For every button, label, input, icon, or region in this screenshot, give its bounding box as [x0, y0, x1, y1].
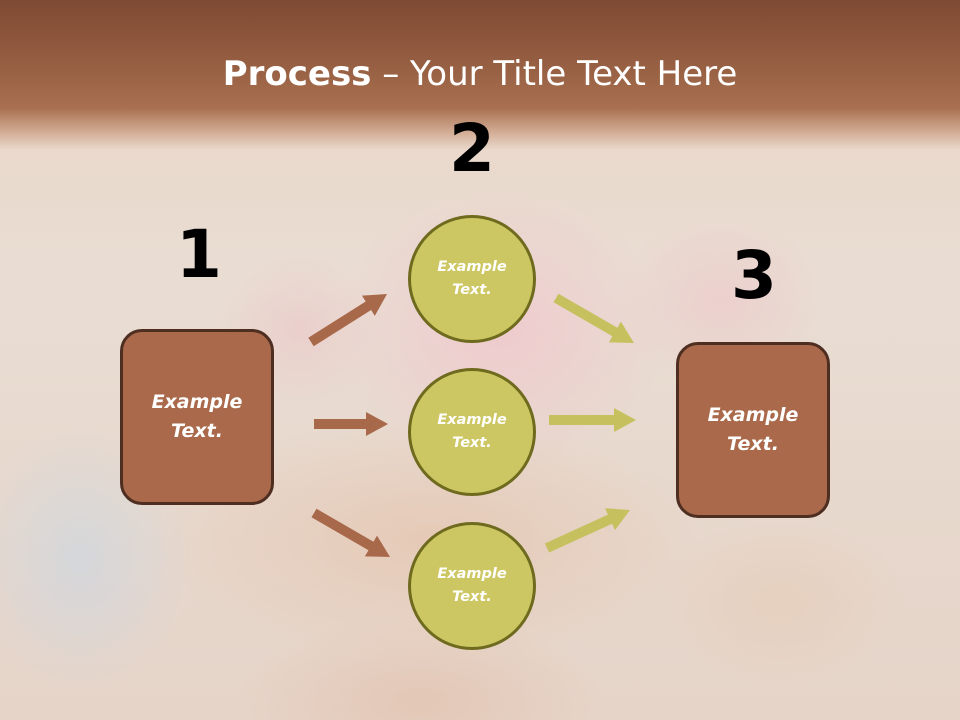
step-3-text-line1: Example [707, 404, 799, 426]
step-number-3: 3 [731, 237, 777, 314]
step-3-text-line2: Text. [727, 433, 779, 455]
step-1-text-line2: Text. [171, 420, 223, 442]
arrow-middle-circle-to-3 [549, 408, 636, 432]
slide-title[interactable]: Process – Your Title Text Here [0, 50, 960, 98]
arrow-1-to-top-circle [308, 294, 387, 347]
olive-arrows [544, 293, 636, 553]
step-number-1: 1 [176, 216, 222, 293]
arrow-bottom-circle-to-3 [544, 508, 630, 553]
circle-middle-line1: Example [437, 412, 507, 428]
step-number-2: 2 [449, 110, 495, 187]
arrow-top-circle-to-3 [553, 293, 634, 343]
circle-bottom-line2: Text. [452, 589, 492, 605]
circle-top-line2: Text. [452, 282, 492, 298]
arrow-1-to-bottom-circle [311, 508, 390, 557]
title-bold: Process [222, 54, 372, 94]
circle-top-line1: Example [437, 259, 507, 275]
title-bar [0, 0, 960, 150]
arrow-1-to-middle-circle [314, 412, 388, 436]
title-rest: – Your Title Text Here [371, 54, 738, 94]
circle-bottom-line1: Example [437, 566, 507, 582]
brown-arrows [308, 294, 390, 557]
step-1-text-line1: Example [151, 391, 243, 413]
circle-middle-line2: Text. [452, 435, 492, 451]
